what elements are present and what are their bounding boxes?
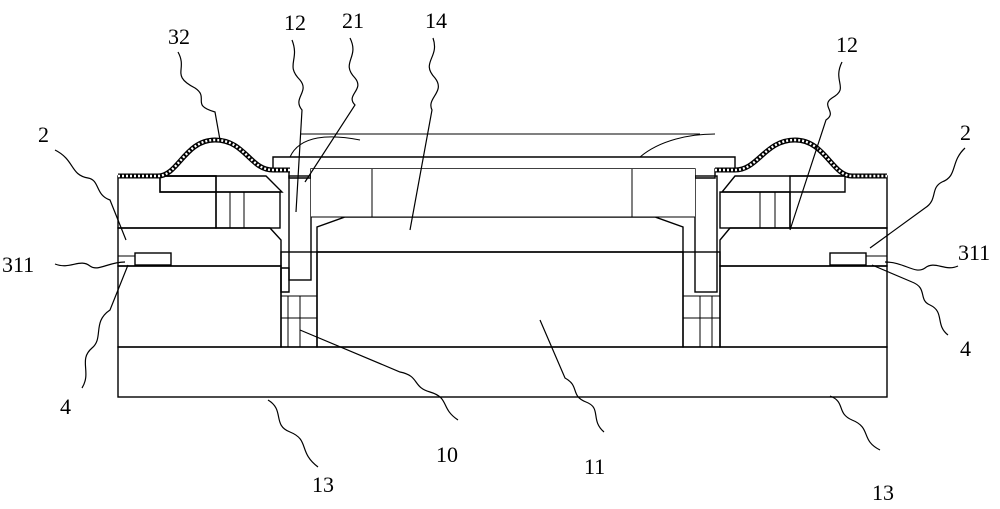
cavity xyxy=(311,169,695,217)
right-plate-12 xyxy=(719,227,888,267)
label-11: 11 xyxy=(584,454,605,479)
right-frame-top xyxy=(720,175,846,193)
label-4-left: 4 xyxy=(60,394,71,419)
left-post-foot xyxy=(280,267,290,293)
left-frame-top xyxy=(159,175,284,193)
label-311-left: 311 xyxy=(2,252,34,277)
label-14: 14 xyxy=(425,8,447,33)
center-block-11 xyxy=(316,251,684,348)
label-32: 32 xyxy=(168,24,190,49)
label-12-left: 12 xyxy=(284,10,306,35)
raised-block-14 xyxy=(316,216,684,253)
left-frame-cross xyxy=(117,175,217,229)
label-2-right: 2 xyxy=(960,120,971,145)
right-slot-4 xyxy=(829,252,867,266)
label-2-left: 2 xyxy=(38,122,49,147)
right-dome-32 xyxy=(715,137,887,179)
label-13-left: 13 xyxy=(312,472,334,497)
left-block-13 xyxy=(117,265,282,348)
leader-lines xyxy=(54,37,966,468)
right-frame-inner xyxy=(719,191,791,229)
label-21: 21 xyxy=(342,8,364,33)
right-block-13 xyxy=(719,265,888,348)
base-plate xyxy=(117,346,888,398)
left-frame-inner xyxy=(215,191,281,229)
label-10: 10 xyxy=(436,442,458,467)
right-post-21 xyxy=(694,175,718,293)
gap-right xyxy=(682,251,721,348)
left-dome-32 xyxy=(118,137,290,179)
label-13-right: 13 xyxy=(872,480,894,505)
label-311-right: 311 xyxy=(958,240,990,265)
gap-left xyxy=(280,251,318,348)
left-plate-12 xyxy=(117,227,282,267)
left-post-21 xyxy=(288,175,312,281)
label-12-right: 12 xyxy=(836,32,858,57)
left-slot-4 xyxy=(134,252,172,266)
label-4-right: 4 xyxy=(960,336,971,361)
